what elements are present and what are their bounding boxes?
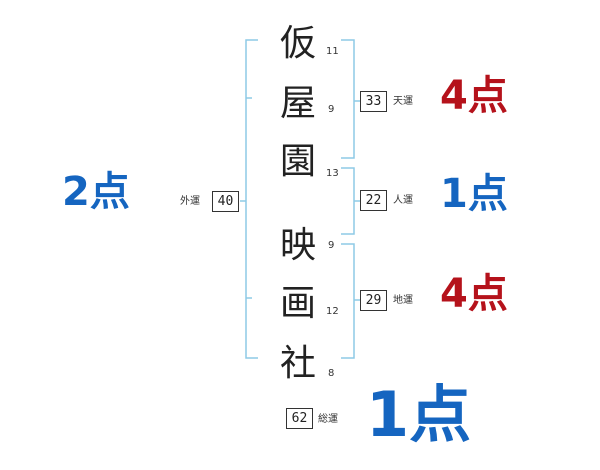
stroke-count-1: 11 <box>326 46 339 57</box>
chikaku-label: 地運 <box>393 295 413 306</box>
name-char-2: 屋 <box>279 83 316 124</box>
name-char-6: 社 <box>279 343 316 384</box>
stroke-count-5: 12 <box>326 306 339 317</box>
stroke-count-2: 9 <box>328 104 335 115</box>
soukaku-score: 1点 <box>366 378 472 451</box>
jinkaku-bracket <box>341 167 355 235</box>
tenkaku-label: 天運 <box>393 96 413 107</box>
gaikaku-value-box: 40 <box>212 191 239 212</box>
chikaku-value-box: 29 <box>360 290 387 311</box>
stroke-count-3: 13 <box>326 168 339 179</box>
jinkaku-value-box: 22 <box>360 190 387 211</box>
name-char-3: 園 <box>279 141 316 182</box>
jinkaku-label: 人運 <box>393 195 413 206</box>
tenkaku-value-box: 33 <box>360 91 387 112</box>
gaikaku-score: 2点 <box>62 169 130 215</box>
chikaku-score: 4点 <box>440 271 508 317</box>
soukaku-value-box: 62 <box>286 408 313 429</box>
tenkaku-bracket <box>341 39 355 159</box>
name-char-4: 映 <box>279 225 316 266</box>
gaikaku-label: 外運 <box>180 196 200 207</box>
name-char-5: 画 <box>279 283 316 324</box>
tenkaku-score: 4点 <box>440 73 508 119</box>
soukaku-label: 総運 <box>318 414 338 425</box>
gaikaku-bracket <box>245 39 258 359</box>
name-char-1: 仮 <box>279 23 316 64</box>
stroke-count-4: 9 <box>328 240 335 251</box>
jinkaku-score: 1点 <box>440 171 508 217</box>
chikaku-bracket <box>341 243 355 359</box>
stroke-count-6: 8 <box>328 368 335 379</box>
